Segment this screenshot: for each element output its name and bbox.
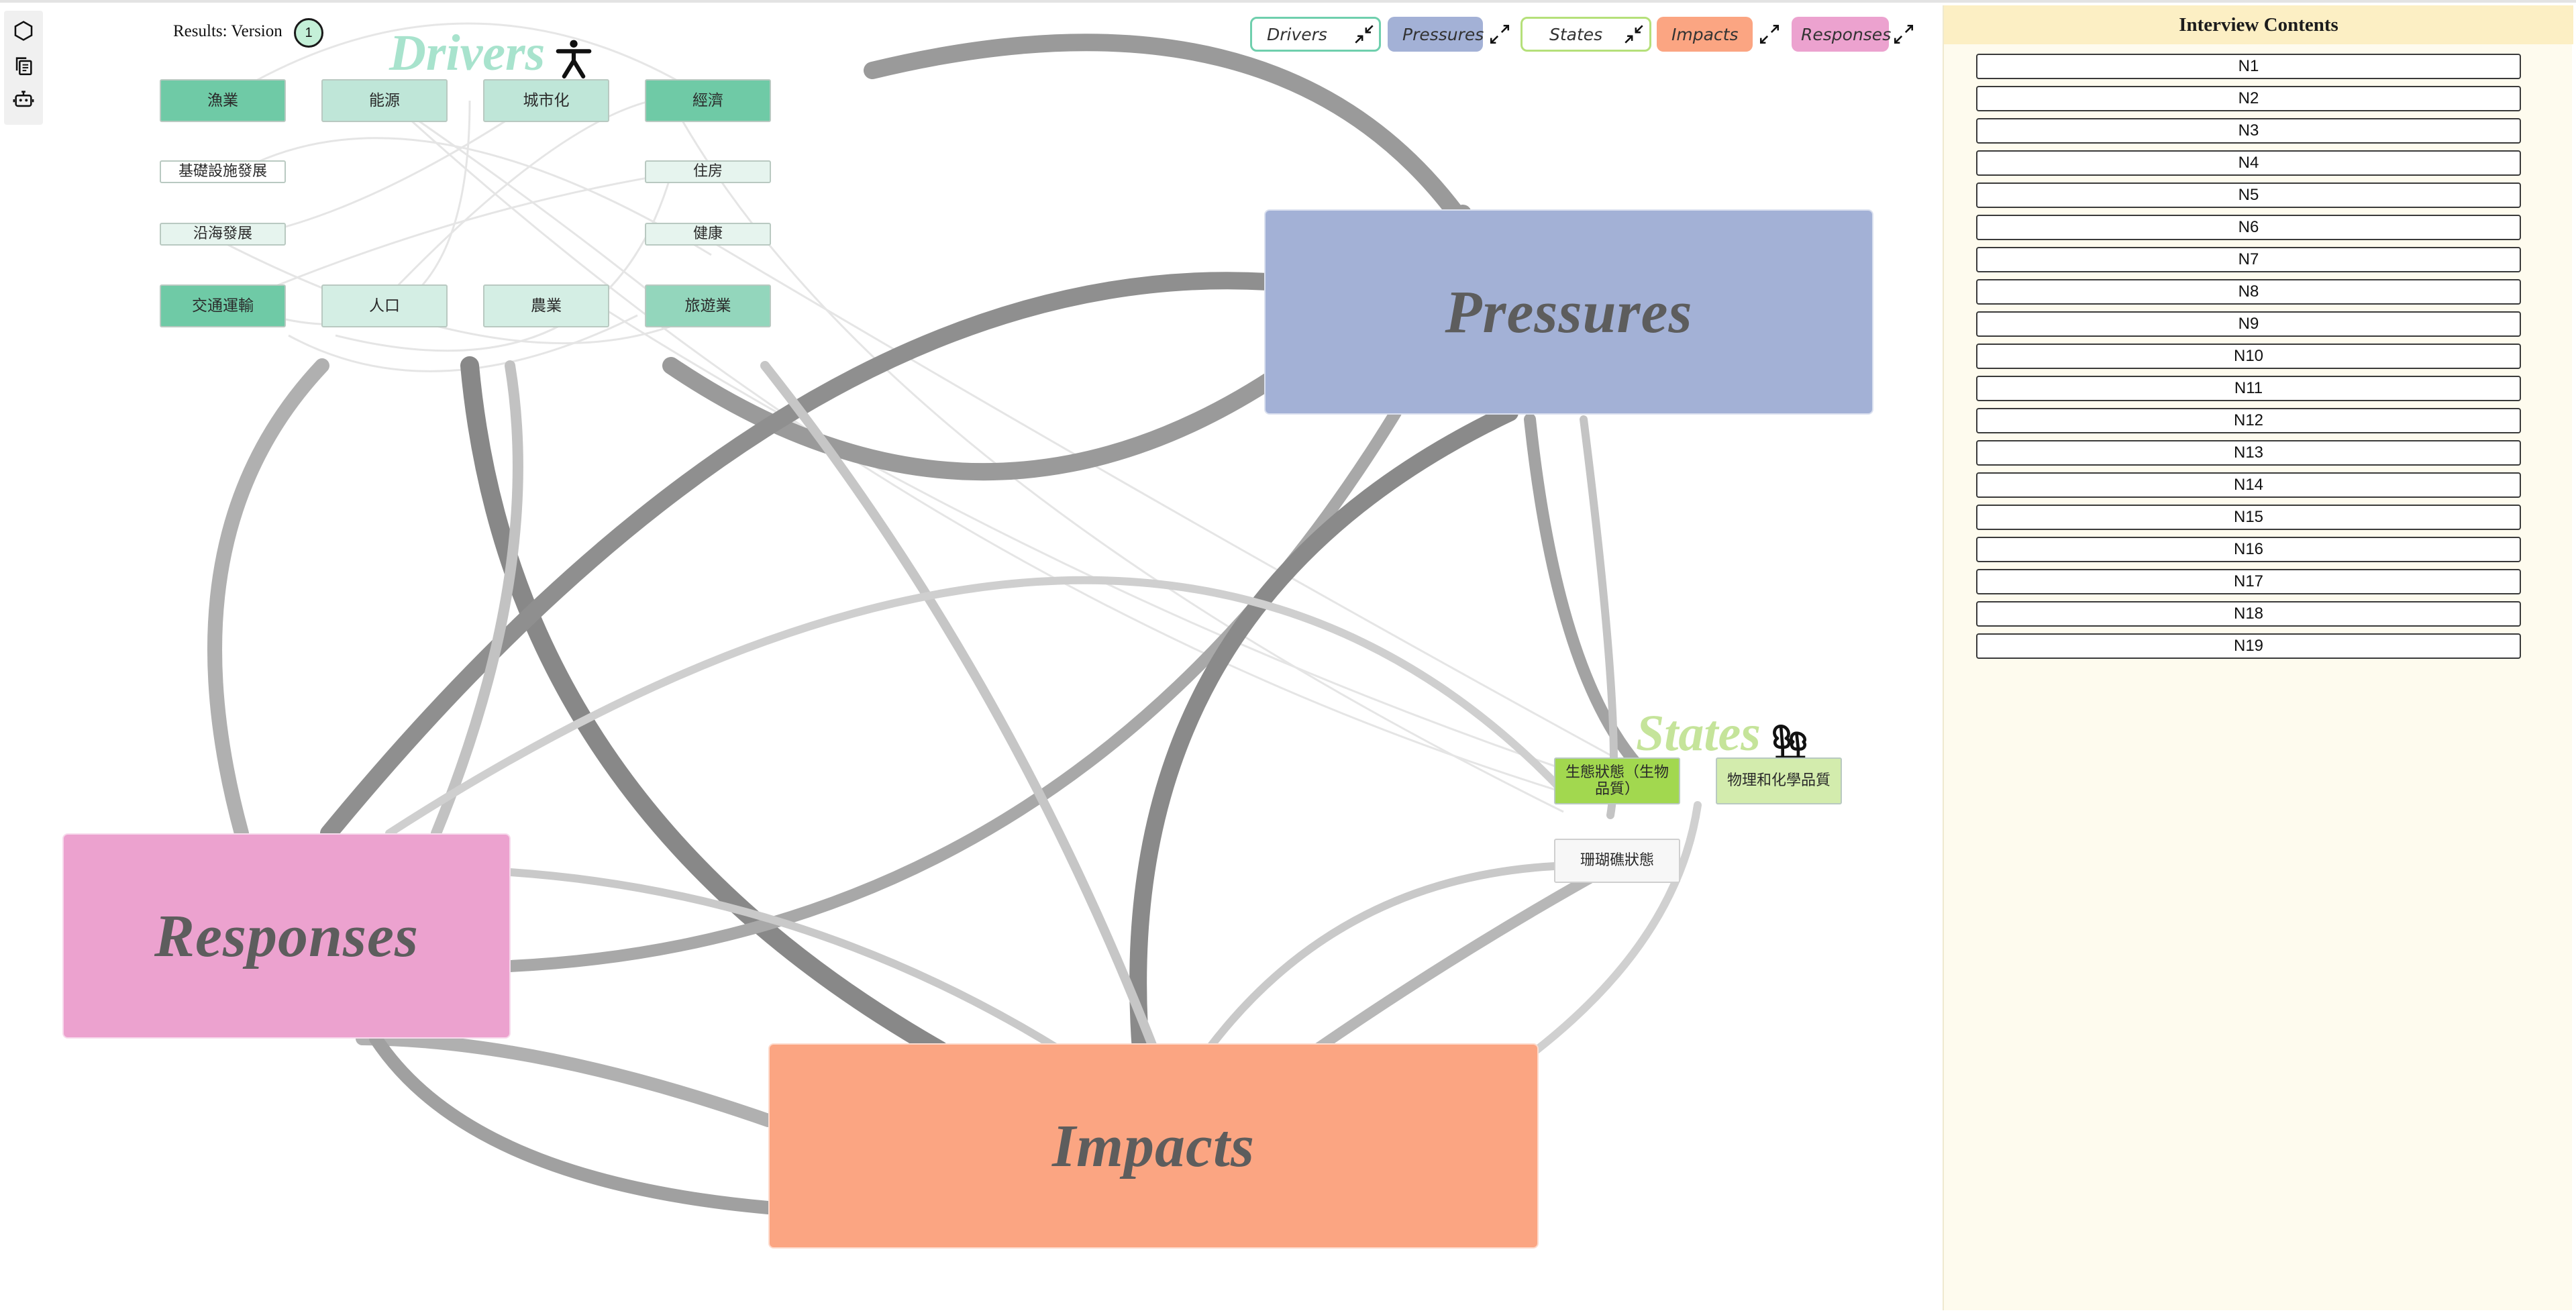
link-arc	[356, 1032, 775, 1127]
results-version-label: Results: Version	[173, 22, 282, 40]
state-node-ecological[interactable]: 生態狀態（生物品質）	[1554, 757, 1680, 804]
interview-item[interactable]: N19	[1976, 633, 2521, 659]
responses-node-label: Responses	[154, 902, 419, 969]
link-layer	[201, 22, 1702, 1214]
interview-item[interactable]: N12	[1976, 408, 2521, 433]
link-arc	[506, 868, 1064, 1054]
interview-item[interactable]: N4	[1976, 150, 2521, 176]
impacts-node[interactable]: Impacts	[768, 1043, 1539, 1249]
hexagon-icon[interactable]	[10, 17, 37, 44]
link-arc	[1204, 861, 1574, 1054]
link-arc	[1129, 404, 1518, 1059]
robot-icon[interactable]	[10, 86, 37, 113]
interview-item[interactable]: N15	[1976, 505, 2521, 530]
thin-link	[388, 99, 1584, 800]
thin-link	[288, 314, 638, 372]
thin-link	[711, 240, 1678, 793]
interview-item[interactable]: N14	[1976, 472, 2521, 498]
link-arc	[460, 356, 949, 1059]
interview-item[interactable]: N9	[1976, 311, 2521, 337]
driver-node-agriculture[interactable]: 農業	[483, 284, 609, 327]
driver-node-tourism[interactable]: 旅遊業	[645, 284, 771, 327]
interview-item[interactable]: N7	[1976, 247, 2521, 272]
interview-item[interactable]: N5	[1976, 182, 2521, 208]
left-toolbar	[4, 11, 43, 125]
thin-link	[603, 307, 1591, 780]
drivers-group-title: Drivers	[389, 25, 546, 81]
driver-node-housing[interactable]: 住房	[645, 160, 771, 183]
driver-node-economy[interactable]: 經濟	[645, 79, 771, 122]
top-border	[0, 0, 2576, 3]
interview-item[interactable]: N13	[1976, 440, 2521, 466]
version-badge[interactable]: 1	[294, 18, 323, 48]
pressures-node-label: Pressures	[1445, 278, 1693, 346]
driver-node-urbanization[interactable]: 城市化	[483, 79, 609, 122]
expand-icon[interactable]	[1488, 23, 1511, 46]
copy-icon[interactable]	[10, 52, 37, 79]
interview-item[interactable]: N16	[1976, 537, 2521, 562]
link-arc	[864, 34, 1465, 222]
tree-icon	[1773, 725, 1807, 759]
driver-node-population[interactable]: 人口	[321, 284, 448, 327]
interview-item[interactable]: N11	[1976, 376, 2521, 401]
thin-link	[221, 22, 712, 102]
legend-impacts[interactable]: Impacts	[1657, 17, 1753, 52]
driver-node-health[interactable]: 健康	[645, 223, 771, 246]
driver-node-fisheries[interactable]: 漁業	[160, 79, 286, 122]
link-arc	[1524, 413, 1643, 771]
link-arc	[760, 361, 1159, 1055]
interview-item[interactable]: N8	[1976, 279, 2521, 305]
link-arc	[431, 360, 523, 839]
expand-icon[interactable]	[1758, 23, 1781, 46]
pressures-node[interactable]: Pressures	[1264, 209, 1873, 415]
legend-pressures[interactable]: Pressures	[1388, 17, 1484, 52]
panel-title: Interview Contents	[1944, 5, 2573, 44]
state-node-physical-chemical[interactable]: 物理和化學品質	[1716, 757, 1842, 804]
driver-node-energy[interactable]: 能源	[321, 79, 448, 122]
collapse-icon[interactable]	[1353, 23, 1376, 46]
legend-drivers[interactable]: Drivers	[1250, 17, 1381, 52]
driver-node-transportation[interactable]: 交通運輸	[160, 284, 286, 327]
thin-link	[389, 99, 672, 310]
link-arc	[369, 1032, 775, 1214]
person-icon	[556, 40, 592, 78]
thin-link	[221, 240, 712, 345]
driver-node-coastal-development[interactable]: 沿海發展	[160, 223, 286, 246]
state-node-coral-reef[interactable]: 珊瑚礁狀態	[1554, 839, 1680, 883]
responses-node[interactable]: Responses	[62, 833, 511, 1039]
interview-item[interactable]: N10	[1976, 344, 2521, 369]
link-arc	[1580, 415, 1618, 819]
interview-item[interactable]: N1	[1976, 54, 2521, 79]
states-group-title: States	[1636, 705, 1761, 761]
dpsir-diagram: Drivers 漁業 能源 城市化 經濟 基礎設施發展 住房 沿海發展 健康 交…	[62, 22, 1873, 1249]
interview-item[interactable]: N6	[1976, 215, 2521, 240]
legend-states[interactable]: States	[1521, 17, 1651, 52]
interview-item[interactable]: N17	[1976, 569, 2521, 594]
link-arc	[1533, 801, 1702, 1054]
interview-item[interactable]: N3	[1976, 118, 2521, 144]
legend-responses[interactable]: Responses	[1792, 17, 1891, 52]
link-arc	[207, 358, 329, 841]
interview-item[interactable]: N2	[1976, 86, 2521, 111]
impacts-node-label: Impacts	[1051, 1112, 1255, 1179]
thin-link	[221, 166, 712, 310]
link-arc	[385, 576, 1567, 837]
collapse-icon[interactable]	[1622, 23, 1645, 46]
interview-item[interactable]: N18	[1976, 601, 2521, 627]
expand-icon[interactable]	[1892, 23, 1915, 46]
driver-node-infrastructure[interactable]: 基礎設施發展	[160, 160, 286, 183]
